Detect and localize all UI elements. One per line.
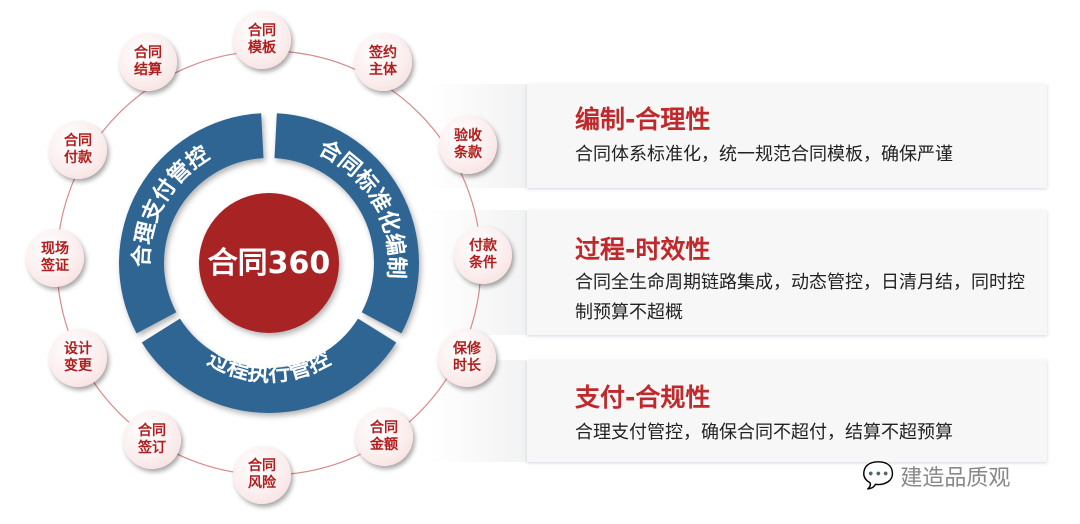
panel-desc: 合理支付管控，确保合同不超付，结算不超预算: [575, 422, 953, 443]
node-0: 合同 模板: [233, 11, 291, 69]
watermark-text: 建造品质观: [900, 466, 1011, 491]
center-circle: [199, 193, 339, 333]
segment-standardization: [274, 113, 419, 334]
node-4: 保修 时长: [438, 329, 496, 387]
node-2: 验收 条款: [439, 116, 497, 174]
panel-compilation: 编制-合理性 合同体系标准化，统一规范合同模板，确保严谨: [527, 84, 1047, 188]
node-5: 合同 金额: [355, 408, 413, 466]
node-3: 付款 条件: [454, 226, 512, 284]
panel-desc: 合同体系标准化，统一规范合同模板，确保严谨: [575, 144, 953, 165]
wechat-icon: 💬: [862, 461, 895, 491]
panel-title: 支付-合规性: [575, 383, 711, 412]
node-1: 签约 主体: [354, 33, 412, 91]
panel-process: 过程-时效性 合同全生命周期链路集成，动态管控，日清月结，同时控制预算不超概: [527, 210, 1047, 335]
node-10: 合同 付款: [49, 121, 107, 179]
watermark: 💬 建造品质观: [862, 460, 1010, 492]
node-6: 合同 风险: [233, 446, 291, 504]
panel-title: 编制-合理性: [575, 105, 711, 134]
panel-payment: 支付-合规性 合理支付管控，确保合同不超付，结算不超预算: [527, 360, 1047, 462]
panel-desc: 合同全生命周期链路集成，动态管控，日清月结，同时控制预算不超概: [575, 272, 1025, 323]
panel-title: 过程-时效性: [575, 235, 711, 264]
node-7: 合同 签订: [123, 411, 181, 469]
segment-process-control: [141, 318, 397, 414]
segment-payment-control: [118, 113, 264, 334]
node-9: 现场 签证: [26, 229, 84, 287]
center-label: 合同360: [208, 246, 331, 281]
node-8: 设计 变更: [49, 329, 107, 387]
node-11: 合同 结算: [119, 33, 177, 91]
